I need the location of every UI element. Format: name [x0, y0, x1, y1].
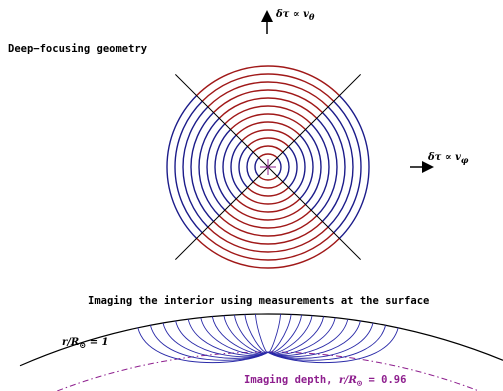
ring-arc-bottom — [213, 220, 323, 245]
imaging-depth-value: = 0.96 — [362, 374, 407, 386]
ring-arc-bottom — [230, 203, 306, 221]
surface-radius-text: r/R — [62, 337, 80, 348]
ring-arc-top — [196, 65, 340, 97]
ray-paths — [137, 314, 399, 364]
ring-arc-left — [166, 95, 198, 239]
ring-arc-top — [213, 89, 323, 114]
ring-5 — [222, 121, 314, 213]
ring-arc-right — [293, 140, 306, 194]
ring-arc-right — [310, 123, 330, 211]
ring-12 — [166, 65, 370, 269]
ring-arc-bottom — [207, 226, 329, 253]
deep-focusing-rings — [166, 65, 370, 269]
ring-6 — [214, 113, 322, 221]
ring-arc-top — [252, 145, 284, 153]
ring-arc-right — [276, 157, 282, 177]
ring-arc-top — [201, 73, 335, 102]
ring-arc-bottom — [201, 232, 335, 261]
ring-arc-bottom — [241, 192, 295, 205]
ring-arc-top — [230, 113, 306, 131]
ring-7 — [206, 105, 330, 229]
ring-arc-top — [241, 129, 295, 142]
tau-theta-label: δτ ∝ vθ — [276, 9, 314, 22]
imaging-depth-math: r/R — [338, 374, 357, 386]
surface-radius-label: r/R⊙ = 1 — [62, 337, 109, 350]
ring-arc-left — [230, 140, 243, 194]
imaging-depth-line — [55, 351, 481, 391]
ring-9 — [190, 89, 346, 245]
ring-arc-left — [198, 117, 220, 217]
ray-path-right-7 — [267, 319, 349, 356]
ring-arc-top — [246, 137, 290, 147]
ring-3 — [238, 137, 298, 197]
ring-arc-bottom — [258, 175, 278, 181]
imaging-cross-section — [19, 313, 503, 391]
ring-arc-left — [246, 151, 254, 183]
ring-2 — [246, 145, 290, 189]
deep-focusing-title: Deep−focusing geometry — [8, 43, 148, 55]
ray-path-left-10 — [149, 325, 269, 361]
surface-radius-value: = 1 — [86, 337, 109, 348]
ray-path-right-11 — [267, 327, 399, 364]
ring-arc-top — [258, 153, 278, 159]
ring-arc-left — [238, 145, 248, 189]
ring-arc-right — [333, 100, 362, 234]
imaging-interior-title: Imaging the interior using measurements … — [88, 295, 430, 307]
ring-4 — [230, 129, 306, 205]
ring-arc-top — [207, 81, 329, 108]
ring-arc-right — [299, 134, 314, 200]
ring-arc-left — [182, 106, 209, 228]
ring-arc-left — [174, 100, 203, 234]
ring-arc-right — [327, 106, 354, 228]
ring-arc-bottom — [196, 237, 340, 269]
phi-arrow-head — [422, 161, 434, 173]
ring-arc-bottom — [246, 187, 290, 197]
ray-path-left-7 — [187, 319, 269, 356]
ring-10 — [182, 81, 354, 253]
ring-arc-right — [288, 145, 298, 189]
tau-theta-subscript: θ — [308, 12, 315, 22]
ray-path-right-1 — [267, 314, 282, 353]
center-marker — [260, 159, 276, 175]
ring-arc-bottom — [235, 198, 301, 213]
ring-arc-left — [214, 129, 232, 205]
tau-phi-label: δτ ∝ vφ — [428, 152, 468, 165]
ring-arc-bottom — [224, 209, 312, 229]
axis-arrows — [261, 10, 434, 173]
ring-arc-top — [235, 121, 301, 136]
ray-path-left-11 — [137, 327, 269, 364]
ring-arc-left — [222, 134, 237, 200]
surface-sun-symbol: ⊙ — [79, 340, 87, 350]
ring-arc-bottom — [252, 181, 284, 189]
ring-arc-left — [254, 157, 260, 177]
ring-arc-right — [304, 129, 322, 205]
ring-1 — [254, 153, 282, 181]
ray-path-left-1 — [254, 314, 269, 353]
ring-arc-top — [224, 105, 312, 125]
ring-arc-right — [316, 117, 338, 217]
surface-line — [19, 313, 503, 367]
ring-arc-left — [206, 123, 226, 211]
theta-arrow-head — [261, 10, 273, 22]
ring-arc-top — [218, 97, 318, 119]
ring-arc-bottom — [218, 215, 318, 237]
ring-arc-left — [190, 112, 215, 222]
imaging-depth-label: Imaging depth, r/R⊙ = 0.96 — [244, 374, 406, 389]
ring-arc-right — [282, 151, 290, 183]
imaging-depth-prefix: Imaging depth, — [244, 374, 339, 386]
tau-phi-text: δτ ∝ v — [428, 152, 461, 163]
tau-phi-subscript: φ — [460, 155, 469, 165]
ring-arc-right — [338, 95, 370, 239]
tau-theta-text: δτ ∝ v — [276, 9, 309, 20]
depth-sun-symbol: ⊙ — [356, 379, 363, 390]
ring-8 — [198, 97, 338, 237]
ring-11 — [174, 73, 362, 261]
ring-arc-right — [321, 112, 346, 222]
